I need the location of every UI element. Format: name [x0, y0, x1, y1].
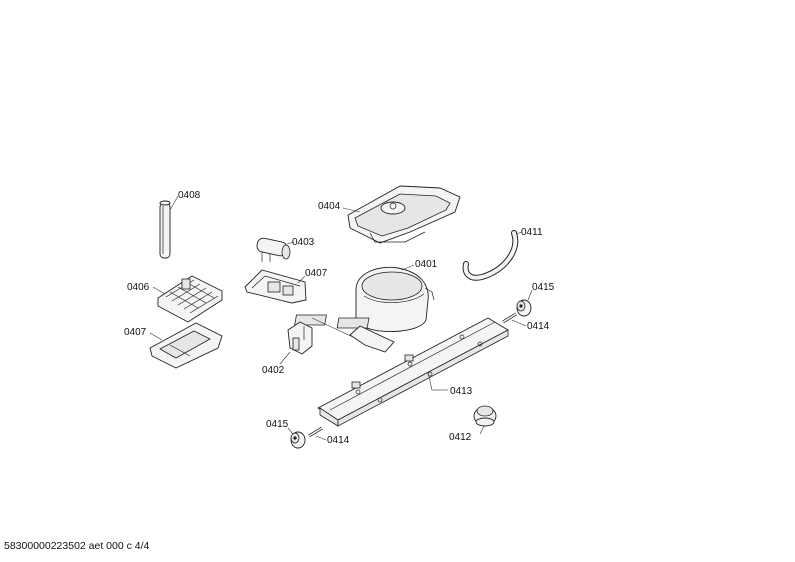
leader-line — [311, 317, 356, 339]
label-0414b: 0414 — [327, 435, 350, 446]
leader-line — [479, 425, 485, 435]
part-0415-foot-right[interactable] — [516, 299, 532, 317]
label-0411: 0411 — [521, 227, 543, 238]
part-0406-grille[interactable] — [157, 275, 223, 323]
label-0413: 0413 — [450, 386, 473, 397]
label-0415a: 0415 — [532, 282, 555, 293]
label-0403: 0403 — [292, 237, 315, 248]
label-0408: 0408 — [178, 190, 201, 201]
label-0414a: 0414 — [527, 321, 550, 332]
leader-line — [315, 435, 327, 441]
part-0407-relay-holder[interactable] — [244, 269, 307, 304]
leader-line — [427, 371, 433, 391]
leader-line — [169, 195, 179, 211]
leader-line — [149, 332, 163, 341]
label-0402: 0402 — [262, 365, 285, 376]
part-0401-compressor[interactable] — [294, 266, 435, 353]
label-0404: 0404 — [318, 201, 341, 212]
document-footer: 58300000223502 aet 000 c 4/4 — [4, 540, 150, 552]
part-0414-pin-right[interactable] — [502, 312, 517, 324]
leader-line — [152, 286, 166, 295]
leader-line — [287, 427, 294, 435]
leader-line — [515, 231, 523, 235]
part-0413-base-rail[interactable] — [317, 317, 509, 427]
part-0408-rod[interactable] — [159, 200, 171, 259]
part-0411-tube[interactable] — [462, 230, 519, 281]
label-0412: 0412 — [449, 432, 472, 443]
leader-line — [286, 241, 295, 245]
part-0407-cover[interactable] — [149, 322, 223, 369]
leader-line — [297, 275, 306, 284]
label-0415b: 0415 — [266, 419, 289, 430]
leader-line — [279, 351, 291, 365]
part-0404-drip-tray[interactable] — [347, 185, 461, 244]
label-0407b: 0407 — [124, 327, 147, 338]
label-0401: 0401 — [415, 259, 438, 270]
label-0406: 0406 — [127, 282, 150, 293]
leader-line — [342, 207, 361, 213]
part-0414-pin-left[interactable] — [308, 426, 323, 438]
label-0407a: 0407 — [305, 268, 328, 279]
leader-line — [511, 319, 527, 327]
leader-line — [527, 289, 533, 301]
leader-line — [401, 264, 415, 271]
part-0402-clip[interactable] — [287, 321, 313, 355]
part-0412-grommet[interactable] — [473, 405, 497, 427]
part-0403-relay[interactable] — [256, 237, 291, 262]
part-0415-foot-left[interactable] — [290, 431, 306, 449]
